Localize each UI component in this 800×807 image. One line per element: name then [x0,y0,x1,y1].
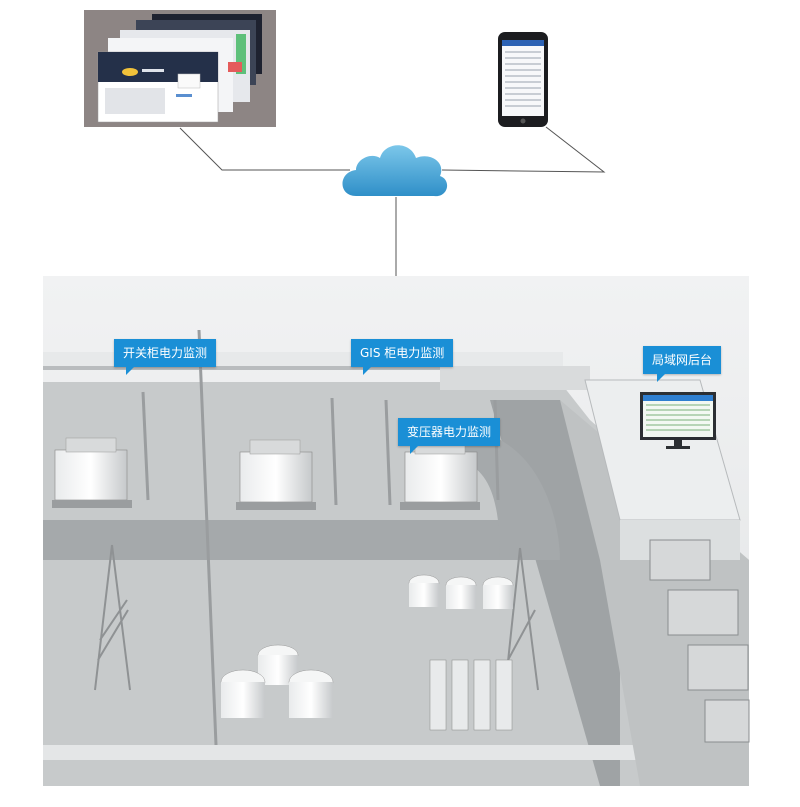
transformer-3 [400,439,480,510]
transformer-2 [236,439,316,510]
callout-transformer-monitoring: 变压器电力监测 [398,418,501,454]
cloud-icon [342,145,448,197]
desktop-screens-icon [84,10,276,127]
monitor-icon [640,392,716,449]
gis-tanks [220,574,514,718]
callout-lan-backend: 局域网后台 [643,346,722,382]
network-lines [179,126,606,276]
transformer-1 [52,437,132,508]
callout-gis-monitoring: GIS 柜电力监测 [351,339,454,375]
smartphone-icon [498,32,548,127]
callout-switchgear-monitoring: 开关柜电力监测 [114,339,217,375]
